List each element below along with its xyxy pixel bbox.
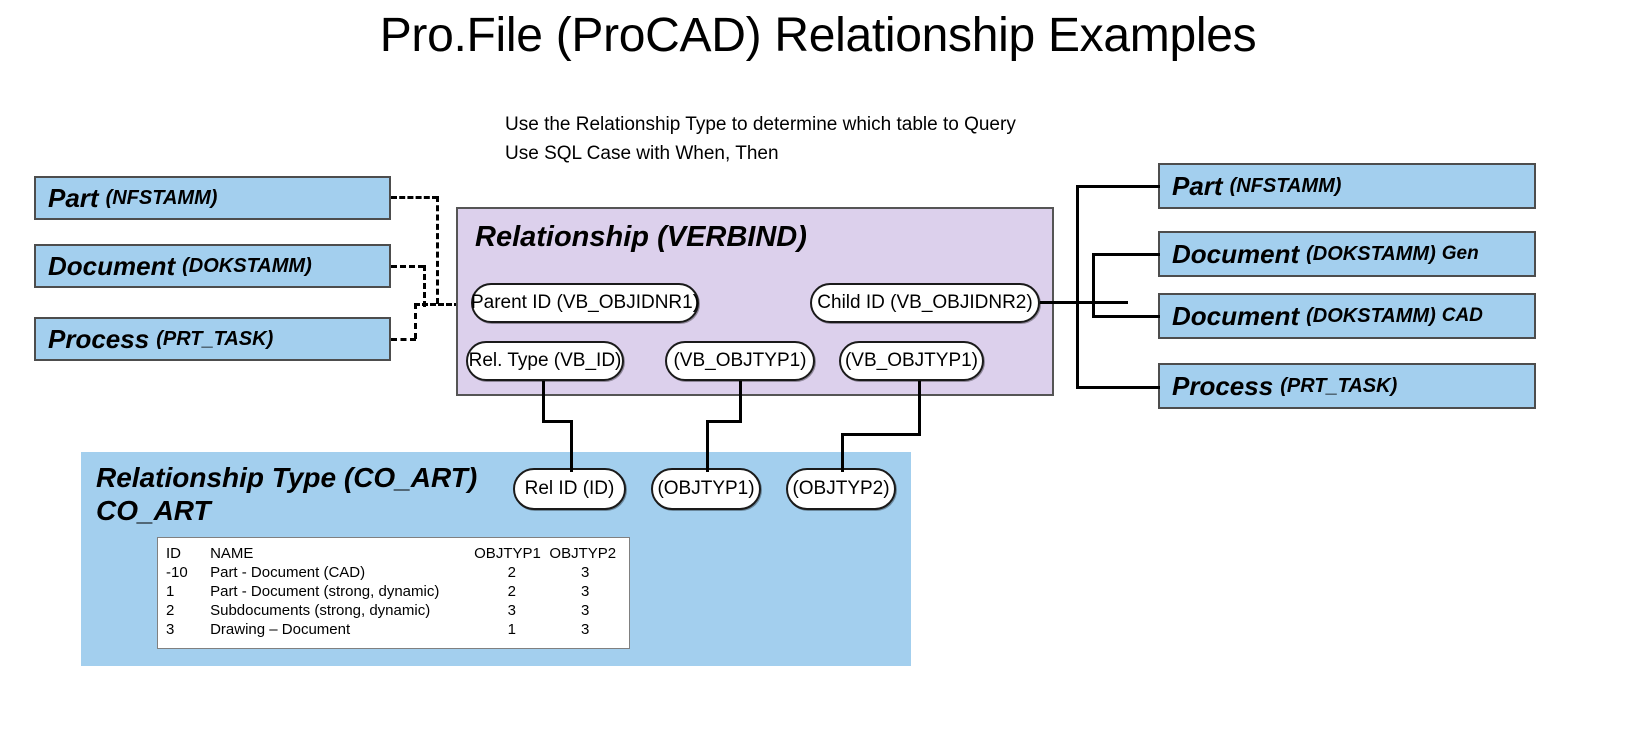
connector-dashed-trunk-b [423, 265, 426, 307]
connector-dashed-part [391, 196, 438, 199]
entity-name: Process [48, 323, 150, 354]
table-header-row: ID NAME OBJTYP1 OBJTYP2 [166, 544, 621, 563]
connector-doc-trunk [1092, 253, 1095, 315]
connector-reltype-b-up [739, 381, 742, 423]
connector-reltype-a-jog [542, 420, 573, 423]
cell-name: Subdocuments (strong, dynamic) [210, 602, 431, 619]
entity-table: (PRT_TASK) [1280, 374, 1398, 397]
entity-box-process-left[interactable]: Process (PRT_TASK) [34, 317, 391, 361]
cell-id: 3 [166, 621, 175, 638]
cell-id: 2 [166, 602, 175, 619]
entity-box-document-gen[interactable]: Document (DOKSTAMM) Gen [1158, 231, 1536, 277]
connector-child-stub [1040, 301, 1128, 304]
entity-table: (NFSTAMM) [105, 186, 218, 209]
connector-reltype-c-up [918, 381, 921, 435]
cell-objtyp2: 3 [581, 621, 590, 638]
cell-objtyp2: 3 [581, 583, 590, 600]
field-label: Child ID (VB_OBJIDNR2) [817, 292, 1033, 313]
entity-suffix: Gen [1441, 243, 1479, 264]
connector-reltype-b-jog [706, 420, 742, 423]
entity-name: Document [1172, 300, 1300, 331]
cell-objtyp2: 3 [581, 564, 590, 581]
page-title: Pro.File (ProCAD) Relationship Examples [379, 9, 1257, 62]
entity-box-part-left[interactable]: Part (NFSTAMM) [34, 176, 391, 220]
table-row: -10 Part - Document (CAD) 2 3 [166, 563, 621, 582]
entity-table: (PRT_TASK) [156, 327, 274, 350]
table-row: 1 Part - Document (strong, dynamic) 2 3 [166, 582, 621, 601]
co-art-table-wrapper: ID NAME OBJTYP1 OBJTYP2 -10 Part - Docum… [157, 537, 630, 649]
connector-dashed-document [391, 265, 424, 268]
entity-box-part-right[interactable]: Part (NFSTAMM) [1158, 163, 1536, 209]
entity-name: Part [1172, 170, 1223, 201]
cell-id: -10 [166, 564, 188, 581]
table-row: 3 Drawing – Document 1 3 [166, 620, 621, 639]
connector-right-trunk [1076, 185, 1079, 386]
entity-box-process-right[interactable]: Process (PRT_TASK) [1158, 363, 1536, 409]
table-row: 2 Subdocuments (strong, dynamic) 3 3 [166, 601, 621, 620]
connector-to-doc-gen [1092, 253, 1160, 256]
field-label: Rel ID (ID) [524, 478, 615, 499]
column-header-objtyp1: OBJTYP1 [474, 545, 541, 562]
connector-to-part [1076, 185, 1160, 188]
field-label: (OBJTYP1) [657, 478, 755, 499]
entity-table: (NFSTAMM) [1229, 174, 1342, 197]
cell-objtyp2: 3 [581, 602, 590, 619]
field-label: Parent ID (VB_OBJIDNR1) [470, 292, 700, 313]
connector-reltype-c-down [841, 433, 844, 472]
entity-name: Document [1172, 238, 1300, 269]
field-rel-type[interactable]: Rel. Type (VB_ID) [466, 341, 624, 381]
field-rel-id[interactable]: Rel ID (ID) [513, 468, 626, 510]
page-subtitle: Use the Relationship Type to determine w… [505, 114, 1016, 164]
field-label: Rel. Type (VB_ID) [468, 350, 622, 371]
column-header-id: ID [166, 545, 181, 562]
entity-table: (DOKSTAMM) [182, 254, 312, 277]
cell-objtyp1: 3 [507, 602, 516, 619]
field-objtyp2[interactable]: (OBJTYP2) [786, 468, 896, 510]
cell-name: Part - Document (strong, dynamic) [210, 583, 440, 600]
entity-name: Document [48, 250, 176, 281]
entity-table: (DOKSTAMM) [1306, 242, 1436, 265]
column-header-name: NAME [210, 545, 254, 562]
connector-to-process [1076, 386, 1160, 389]
relationship-type-title: Relationship Type (CO_ART) CO_ART [96, 462, 478, 526]
column-header-objtyp2: OBJTYP2 [549, 545, 617, 562]
cell-name: Part - Document (CAD) [210, 564, 366, 581]
connector-reltype-c-jog [841, 433, 921, 436]
entity-name: Process [1172, 370, 1274, 401]
cell-id: 1 [166, 583, 175, 600]
field-objtyp1[interactable]: (OBJTYP1) [651, 468, 761, 510]
connector-dashed-join [414, 303, 460, 306]
field-vb-objtyp2[interactable]: (VB_OBJTYP1) [839, 341, 984, 381]
connector-reltype-a-up [542, 381, 545, 423]
cell-objtyp1: 2 [507, 564, 516, 581]
entity-name: Part [48, 182, 99, 213]
field-vb-objtyp1[interactable]: (VB_OBJTYP1) [665, 341, 815, 381]
connector-to-doc-cad [1092, 315, 1160, 318]
cell-name: Drawing – Document [210, 621, 351, 638]
field-label: (VB_OBJTYP1) [844, 350, 979, 371]
connector-reltype-b-down [706, 420, 709, 472]
cell-objtyp1: 2 [507, 583, 516, 600]
connector-dashed-process [391, 338, 416, 341]
field-label: (OBJTYP2) [792, 478, 890, 499]
connector-dashed-trunk-c [414, 303, 417, 339]
connector-dashed-trunk-a [436, 196, 439, 304]
field-child-id[interactable]: Child ID (VB_OBJIDNR2) [810, 283, 1040, 323]
field-label: (VB_OBJTYP1) [673, 350, 807, 371]
entity-table: (DOKSTAMM) [1306, 304, 1436, 327]
connector-reltype-a-down [570, 420, 573, 472]
entity-suffix: CAD [1441, 305, 1483, 326]
co-art-table: ID NAME OBJTYP1 OBJTYP2 -10 Part - Docum… [166, 544, 621, 639]
cell-objtyp1: 1 [507, 621, 516, 638]
relationship-title: Relationship (VERBIND) [475, 221, 807, 253]
field-parent-id[interactable]: Parent ID (VB_OBJIDNR1) [471, 283, 699, 323]
entity-box-document-cad[interactable]: Document (DOKSTAMM) CAD [1158, 293, 1536, 339]
entity-box-document-left[interactable]: Document (DOKSTAMM) [34, 244, 391, 288]
